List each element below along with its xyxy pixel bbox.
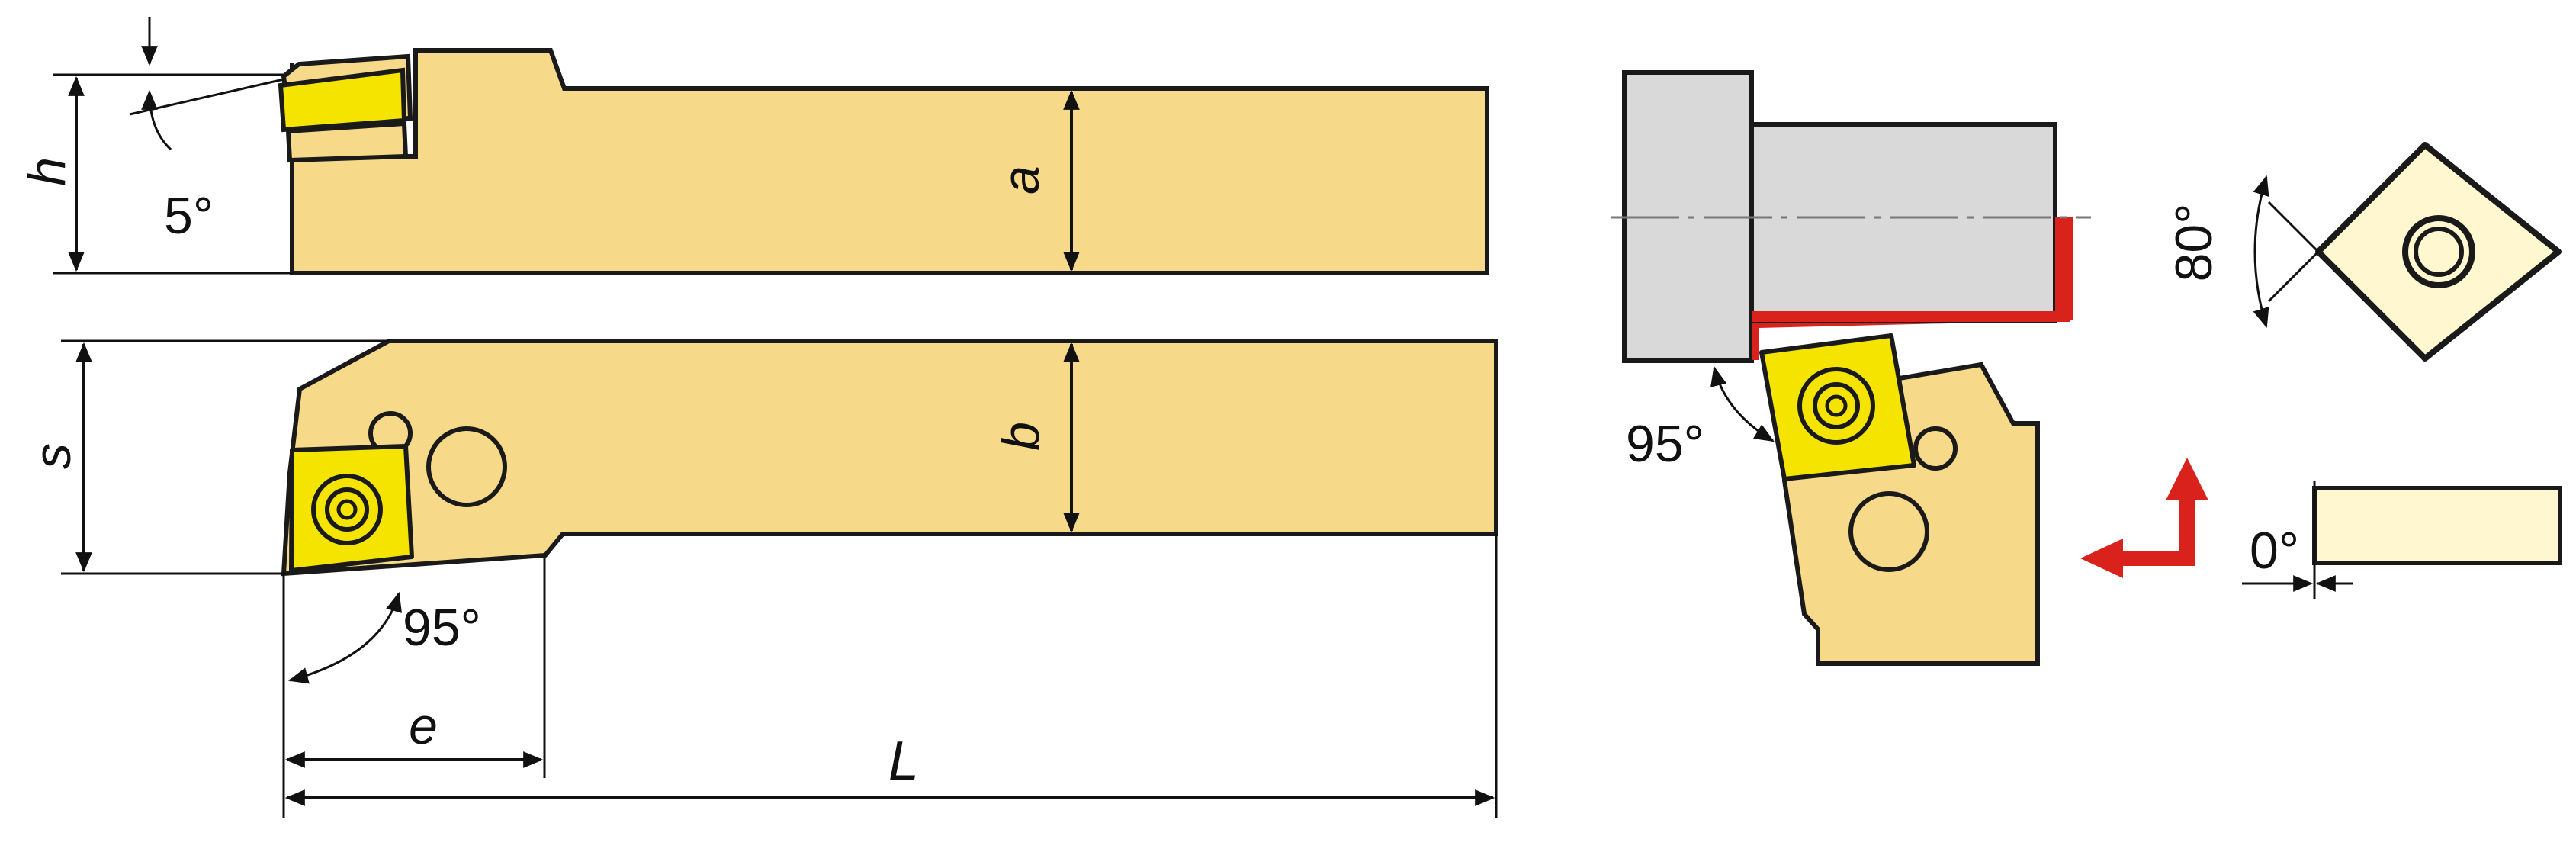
insert-angle-edge-1 — [2267, 201, 2320, 253]
rake-angle-line-2 — [129, 78, 284, 116]
s-label: s — [24, 443, 82, 469]
cut-path-red — [1752, 217, 2073, 360]
top-view-holder-body — [281, 339, 1498, 577]
angle-5-label: 5° — [164, 187, 214, 245]
a-label: a — [992, 166, 1050, 195]
b-label: b — [992, 422, 1050, 451]
red-step-right — [2055, 217, 2069, 322]
insert-hole — [336, 499, 358, 520]
e-label: e — [409, 697, 438, 755]
L-label: L — [888, 731, 919, 792]
machining-view: 95° — [1611, 70, 2208, 666]
side-view-shim — [285, 121, 409, 163]
workpiece-shaft — [1749, 122, 2057, 323]
side-view-insert — [278, 67, 407, 133]
lead-angle-arc-right — [1710, 365, 1775, 442]
red-step-bottom — [1752, 311, 2070, 322]
angle-95-right-label: 95° — [1626, 415, 1704, 473]
insert-angle-edge-2 — [2267, 250, 2320, 303]
lead-angle-arc-left — [287, 591, 402, 684]
side-view-holder-body — [290, 48, 1489, 275]
clearance-view: 0° — [2242, 481, 2562, 599]
insert-side-rect — [2312, 486, 2562, 565]
angle-95-left-label: 95° — [403, 599, 481, 657]
top-view: s b 95° e L — [24, 339, 1498, 818]
mounting-hole — [426, 426, 507, 507]
insert-shape-view: 80° — [2165, 142, 2562, 362]
machining-mount-hole — [1848, 491, 1929, 572]
insert-angle-arc — [2253, 175, 2269, 329]
h-label: h — [18, 157, 76, 186]
angle-80-label: 80° — [2165, 204, 2223, 282]
insert-rhombus-hole-inner — [2414, 227, 2464, 277]
machining-insert-hole — [1825, 394, 1848, 417]
side-view: h 5° a — [18, 17, 1489, 275]
rake-angle-arc — [141, 89, 172, 151]
red-l-arrow-icon — [2080, 458, 2208, 578]
machining-clamp-hole — [1913, 426, 1958, 471]
angle-0-label: 0° — [2250, 522, 2299, 580]
